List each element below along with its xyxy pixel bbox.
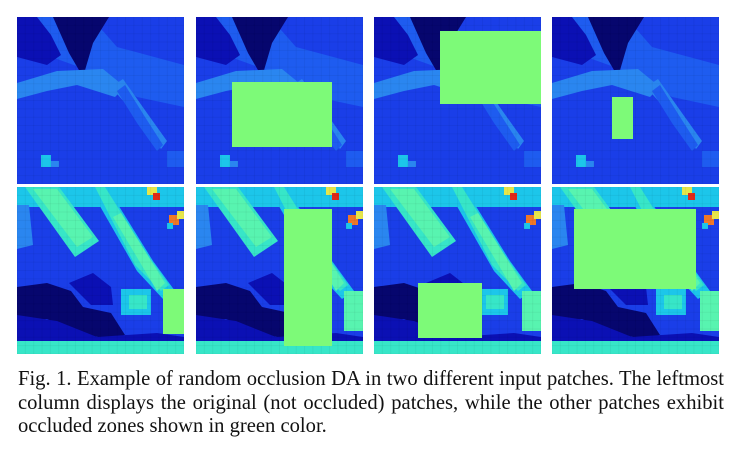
patch-row2-col3-occluded [374, 187, 541, 354]
figure [17, 17, 719, 354]
patch-row1-col2-occluded-image [196, 17, 363, 184]
occlusion-zone [574, 209, 696, 289]
occlusion-zone [163, 289, 184, 334]
patch-row2-col1-original [17, 187, 184, 354]
patch-row2-col3-occluded-image [374, 187, 541, 354]
occlusion-zone [440, 31, 541, 104]
occlusion-zone [232, 82, 332, 147]
occlusion-zone [612, 97, 633, 139]
figure-caption: Fig. 1. Example of random occlusion DA i… [18, 368, 724, 437]
patch-row2-col2-occluded-image [196, 187, 363, 354]
patch-row2-col1-original-image [17, 187, 184, 354]
patch-row2-col4-occluded [552, 187, 719, 354]
patch-row1-col2-occluded [196, 17, 363, 184]
patch-row1-col4-occluded [552, 17, 719, 184]
patch-row1-col3-occluded [374, 17, 541, 184]
patch-row1-col4-occluded-image [552, 17, 719, 184]
patch-row1-col1-original [17, 17, 184, 184]
occlusion-zone [418, 283, 482, 338]
patch-row1-col1-original-image [17, 17, 184, 184]
patch-row1-col3-occluded-image [374, 17, 541, 184]
occlusion-zone [284, 209, 332, 346]
patch-row2-col2-occluded [196, 187, 363, 354]
patch-row2-col4-occluded-image [552, 187, 719, 354]
